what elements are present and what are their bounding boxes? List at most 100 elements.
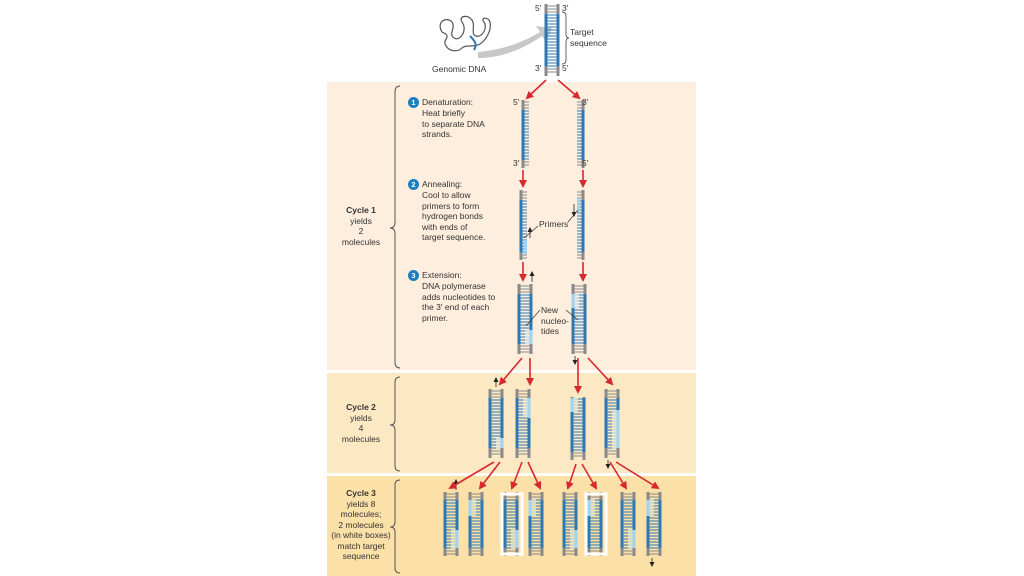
target-match-box-1 xyxy=(500,492,524,556)
genomic-target-highlight xyxy=(469,35,477,51)
ext-molecule-left-left xyxy=(517,284,525,354)
c3-molecule-8-right xyxy=(654,492,662,556)
c2-molecule-2-left-segment xyxy=(515,398,519,448)
c3-molecule-5-right-segment xyxy=(574,530,578,548)
top-dna-molecule-left xyxy=(544,4,552,76)
c3-molecule-2-left xyxy=(468,492,476,556)
c2-molecule-1-right xyxy=(496,389,504,458)
c3-molecule-2-right xyxy=(476,492,484,556)
anneal-strand-right-segment xyxy=(581,200,585,252)
c2-molecule-2-left xyxy=(515,389,523,458)
c3-molecule-1-right xyxy=(451,492,459,556)
ext-molecule-right-left-segment xyxy=(571,294,575,308)
c3-molecule-8-left xyxy=(646,492,654,556)
c3-molecule-6-left-segment xyxy=(587,516,591,548)
ext-molecule-right-left xyxy=(571,284,579,354)
cycle3-brace xyxy=(389,479,401,574)
denat-right-3: 3′ xyxy=(582,97,589,107)
genomic-dna-strand xyxy=(439,15,491,52)
c3-molecule-3-left-segment xyxy=(503,500,507,548)
c3-molecule-6-right-segment xyxy=(599,500,603,548)
c3-molecule-5-left-segment xyxy=(562,500,566,548)
cycle1-brace xyxy=(389,85,401,369)
arrow-c3-3 xyxy=(510,461,523,490)
c2-molecule-4-left-segment xyxy=(604,398,608,448)
arrow-c3-7 xyxy=(609,461,628,490)
cycle1-label: Cycle 1 yields 2 molecules xyxy=(341,205,381,247)
c2-molecule-3-left-segment xyxy=(570,398,574,412)
denat-strand-right-segment xyxy=(581,110,585,160)
ext-molecule-left-right xyxy=(525,284,533,354)
primer-right xyxy=(577,198,580,212)
ext-molecule-right-right-segment xyxy=(583,294,587,344)
c3-molecule-3-right xyxy=(511,492,519,556)
c3-molecule-8-left-segment xyxy=(646,500,650,516)
c3-molecule-1-right-segment xyxy=(455,500,459,530)
cycle2-panel xyxy=(327,373,696,473)
ext-molecule-right-left-segment xyxy=(571,308,575,344)
top-end-3-upper: 3′ xyxy=(562,3,569,13)
cycle3-label: Cycle 3 yields 8 molecules; 2 molecules … xyxy=(331,488,391,561)
arrow-denat-left xyxy=(525,79,547,100)
c3-molecule-2-right-segment xyxy=(480,500,484,548)
c2-molecule-2-right-segment xyxy=(527,398,531,418)
step-number-badge: 1 xyxy=(408,97,419,108)
anneal-strand-left-segment xyxy=(519,200,523,252)
primers-label: Primers xyxy=(539,219,569,229)
zoom-arrow xyxy=(478,26,552,58)
arrow-c2-4 xyxy=(587,357,614,386)
arrow-c3-2 xyxy=(478,461,501,490)
cycle1-panel xyxy=(327,82,696,370)
c3-molecule-4-left xyxy=(528,492,536,556)
top-dna-molecule-right-segment xyxy=(556,14,560,66)
c3-molecule-2-left-segment xyxy=(468,500,472,516)
c3-molecule-3-right-segment xyxy=(515,500,519,530)
c3-molecule-1-left-segment xyxy=(443,500,447,548)
top-end-3-lower: 3′ xyxy=(535,63,542,73)
c3-molecule-5-right-segment xyxy=(574,500,578,530)
c2-molecule-3-left xyxy=(570,397,578,460)
c2-molecule-3-left-segment xyxy=(570,412,574,452)
target-match-box-2 xyxy=(584,492,608,556)
denat-strand-right xyxy=(577,100,585,168)
c3-molecule-1-right-segment xyxy=(455,530,459,548)
new-nucleotides-label: New nucleo- tides xyxy=(541,305,569,336)
top-end-5-lower: 5′ xyxy=(562,63,569,73)
c3-molecule-8-left-segment xyxy=(646,516,650,548)
c2-molecule-2-right xyxy=(523,389,531,458)
denat-strand-left-segment xyxy=(521,110,525,160)
c3-molecule-2-left-segment xyxy=(468,516,472,548)
top-dna-molecule-right xyxy=(552,4,560,76)
c2-molecule-4-right-segment xyxy=(616,410,620,448)
c3-molecule-7-left xyxy=(620,492,628,556)
step-number-badge: 2 xyxy=(408,179,419,190)
c2-molecule-2-right-segment xyxy=(527,418,531,448)
c3-molecule-5-left xyxy=(562,492,570,556)
c3-molecule-7-right-segment xyxy=(632,500,636,530)
ext-molecule-left-right-segment xyxy=(529,330,533,344)
new-nuc-leader-right xyxy=(565,309,579,321)
arrow-denat-right xyxy=(557,79,581,100)
c3-molecule-3-right-segment xyxy=(515,530,519,548)
denat-left-3: 3′ xyxy=(513,158,520,168)
top-dna-molecule-left-segment xyxy=(544,14,548,66)
c2-molecule-1-right-segment xyxy=(500,398,504,438)
arrow-c3-8 xyxy=(615,461,660,490)
c3-molecule-6-left-segment xyxy=(587,500,591,516)
target-brace xyxy=(561,11,570,65)
c2-molecule-4-right xyxy=(612,389,620,458)
c3-molecule-6-left xyxy=(587,492,595,556)
target-sequence-label: Target sequence xyxy=(570,27,607,48)
step-number-badge: 3 xyxy=(408,270,419,281)
c3-molecule-4-right-segment xyxy=(540,500,544,548)
c2-molecule-3-right-segment xyxy=(582,398,586,452)
c3-molecule-7-right xyxy=(628,492,636,556)
denat-strand-left xyxy=(521,100,529,168)
primer-left xyxy=(524,240,527,254)
c3-molecule-1-left xyxy=(443,492,451,556)
primers-leader-right xyxy=(567,209,579,223)
